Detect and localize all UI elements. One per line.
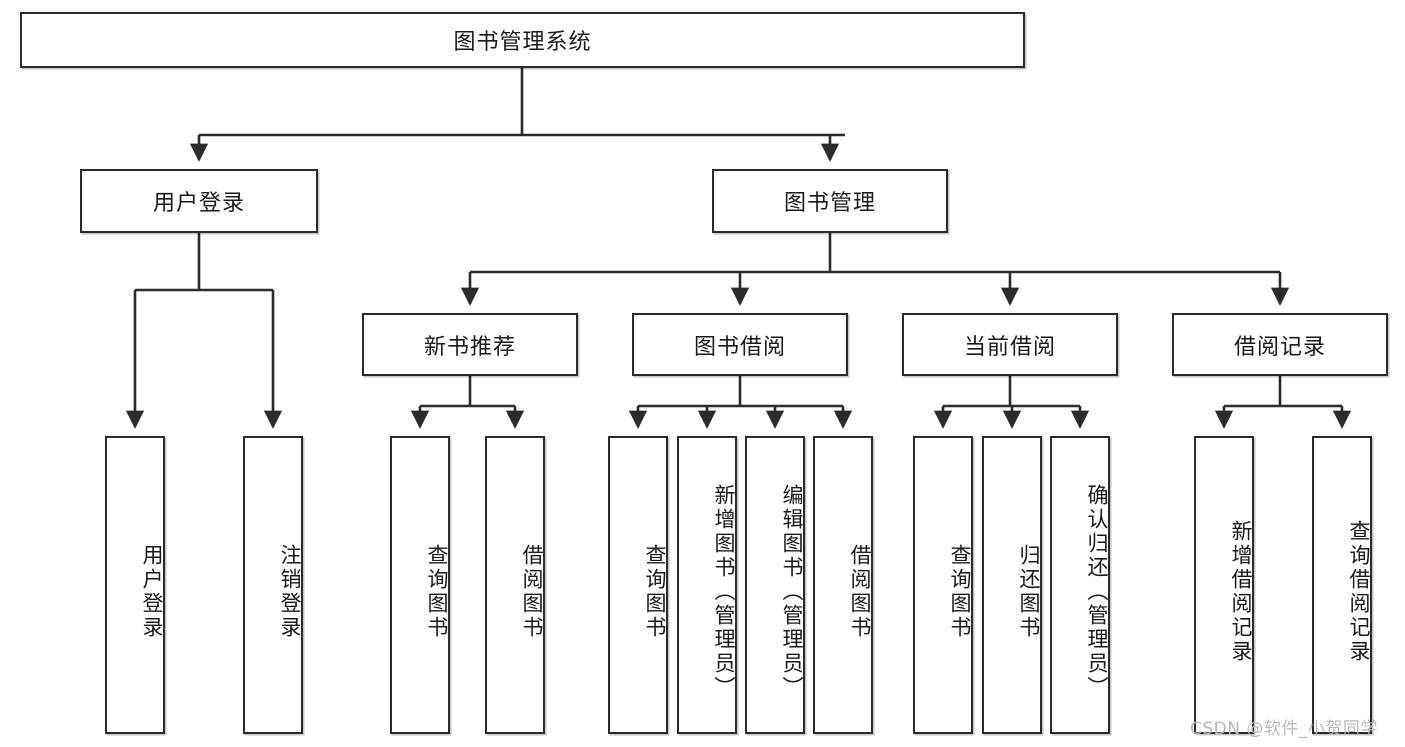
node-leaf-user-login[interactable]: 用户登录 (105, 436, 165, 734)
node-label: 编辑图书（管理员） (780, 484, 804, 700)
node-label: 借阅图书 (848, 544, 872, 640)
node-label: 查询图书 (948, 544, 972, 640)
node-new-book-recommend[interactable]: 新书推荐 (362, 313, 578, 376)
node-label: 新书推荐 (423, 334, 516, 360)
node-label: 注销登录 (278, 544, 302, 640)
node-book-manage[interactable]: 图书管理 (712, 169, 948, 233)
node-leaf-borrow-book-1[interactable]: 借阅图书 (485, 436, 545, 734)
node-leaf-confirm-return[interactable]: 确认归还（管理员） (1050, 436, 1110, 734)
node-label: 归还图书 (1017, 544, 1041, 640)
node-label: 新增借阅记录 (1229, 520, 1253, 664)
node-book-borrow[interactable]: 图书借阅 (632, 313, 848, 376)
node-leaf-edit-book[interactable]: 编辑图书（管理员） (745, 436, 805, 734)
node-leaf-borrow-book-2[interactable]: 借阅图书 (813, 436, 873, 734)
node-leaf-query-book-1[interactable]: 查询图书 (390, 436, 450, 734)
node-leaf-return-book[interactable]: 归还图书 (982, 436, 1042, 734)
node-label: 图书借阅 (693, 334, 786, 360)
node-label: 用户登录 (152, 191, 245, 216)
node-label: 借阅记录 (1233, 334, 1326, 360)
node-label: 用户登录 (140, 544, 164, 640)
node-leaf-query-record[interactable]: 查询借阅记录 (1312, 436, 1372, 734)
node-leaf-user-logout[interactable]: 注销登录 (243, 436, 303, 734)
node-label: 查询图书 (643, 544, 667, 640)
csdn-watermark: CSDN @软件_小贺同学 (1190, 719, 1378, 739)
node-label: 新增图书（管理员） (712, 484, 736, 700)
node-leaf-query-book-2[interactable]: 查询图书 (608, 436, 668, 734)
node-label: 图书管理 (783, 191, 876, 216)
node-label: 查询借阅记录 (1347, 520, 1371, 664)
node-label: 当前借阅 (963, 334, 1056, 360)
node-label: 借阅图书 (520, 544, 544, 640)
node-leaf-query-book-3[interactable]: 查询图书 (913, 436, 973, 734)
node-leaf-add-record[interactable]: 新增借阅记录 (1194, 436, 1254, 734)
node-root[interactable]: 图书管理系统 (20, 12, 1025, 68)
node-label: 图书管理系统 (453, 30, 592, 55)
node-label: 查询图书 (425, 544, 449, 640)
node-user-login[interactable]: 用户登录 (80, 169, 318, 233)
node-borrow-record[interactable]: 借阅记录 (1172, 313, 1388, 376)
node-leaf-add-book[interactable]: 新增图书（管理员） (677, 436, 737, 734)
node-current-borrow[interactable]: 当前借阅 (902, 313, 1118, 376)
node-label: 确认归还（管理员） (1085, 484, 1109, 700)
